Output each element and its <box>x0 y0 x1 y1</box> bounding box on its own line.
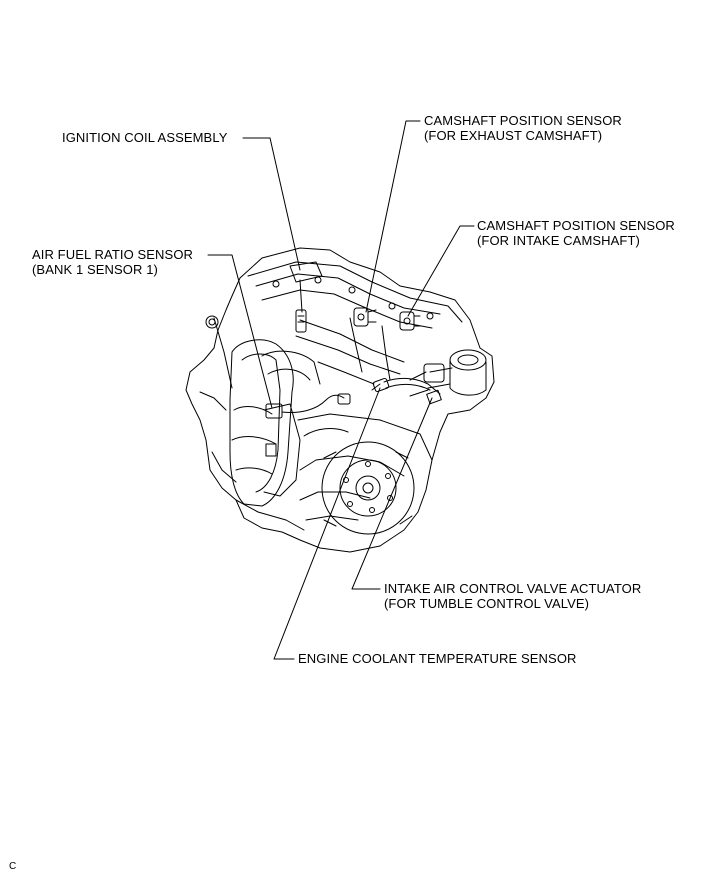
leader-lines <box>207 120 475 660</box>
leader-camshaft-exhaust <box>365 120 421 313</box>
coolant-temperature-sensor <box>371 377 390 393</box>
label-line: CAMSHAFT POSITION SENSOR <box>477 218 675 233</box>
leader-intake-valve <box>351 397 433 590</box>
throttle-body <box>409 349 487 397</box>
label-line: (BANK 1 SENSOR 1) <box>32 262 158 277</box>
label-camshaft-sensor-exhaust: CAMSHAFT POSITION SENSOR (FOR EXHAUST CA… <box>424 113 622 143</box>
air-fuel-ratio-sensor <box>265 393 351 419</box>
engine-block <box>185 247 495 553</box>
label-line: (FOR EXHAUST CAMSHAFT) <box>424 128 603 143</box>
leader-camshaft-intake <box>407 225 475 317</box>
label-ignition-coil: IGNITION COIL ASSEMBLY <box>62 130 227 145</box>
label-line: (FOR TUMBLE CONTROL VALVE) <box>384 596 590 611</box>
drive-plate <box>321 441 415 535</box>
label-intake-air-control-valve: INTAKE AIR CONTROL VALVE ACTUATOR (FOR T… <box>384 581 641 611</box>
ignition-coil <box>289 261 323 333</box>
label-coolant-temperature-sensor: ENGINE COOLANT TEMPERATURE SENSOR <box>298 651 577 666</box>
camshaft-sensor-exhaust <box>353 307 377 327</box>
label-line: CAMSHAFT POSITION SENSOR <box>424 113 622 128</box>
label-line: IGNITION COIL ASSEMBLY <box>62 130 228 145</box>
label-line: ENGINE COOLANT TEMPERATURE SENSOR <box>298 651 577 666</box>
leader-coolant-temp <box>273 387 381 660</box>
label-line: AIR FUEL RATIO SENSOR <box>32 247 194 262</box>
figure-code: C <box>9 861 17 872</box>
leader-air-fuel <box>207 254 273 409</box>
leader-ignition-coil <box>242 137 301 271</box>
camshaft-sensor-intake <box>399 311 421 331</box>
label-line: (FOR INTAKE CAMSHAFT) <box>477 233 640 248</box>
label-air-fuel-ratio-sensor: AIR FUEL RATIO SENSOR (BANK 1 SENSOR 1) <box>32 247 193 277</box>
label-line: INTAKE AIR CONTROL VALVE ACTUATOR <box>384 581 642 596</box>
label-camshaft-sensor-intake: CAMSHAFT POSITION SENSOR (FOR INTAKE CAM… <box>477 218 675 248</box>
